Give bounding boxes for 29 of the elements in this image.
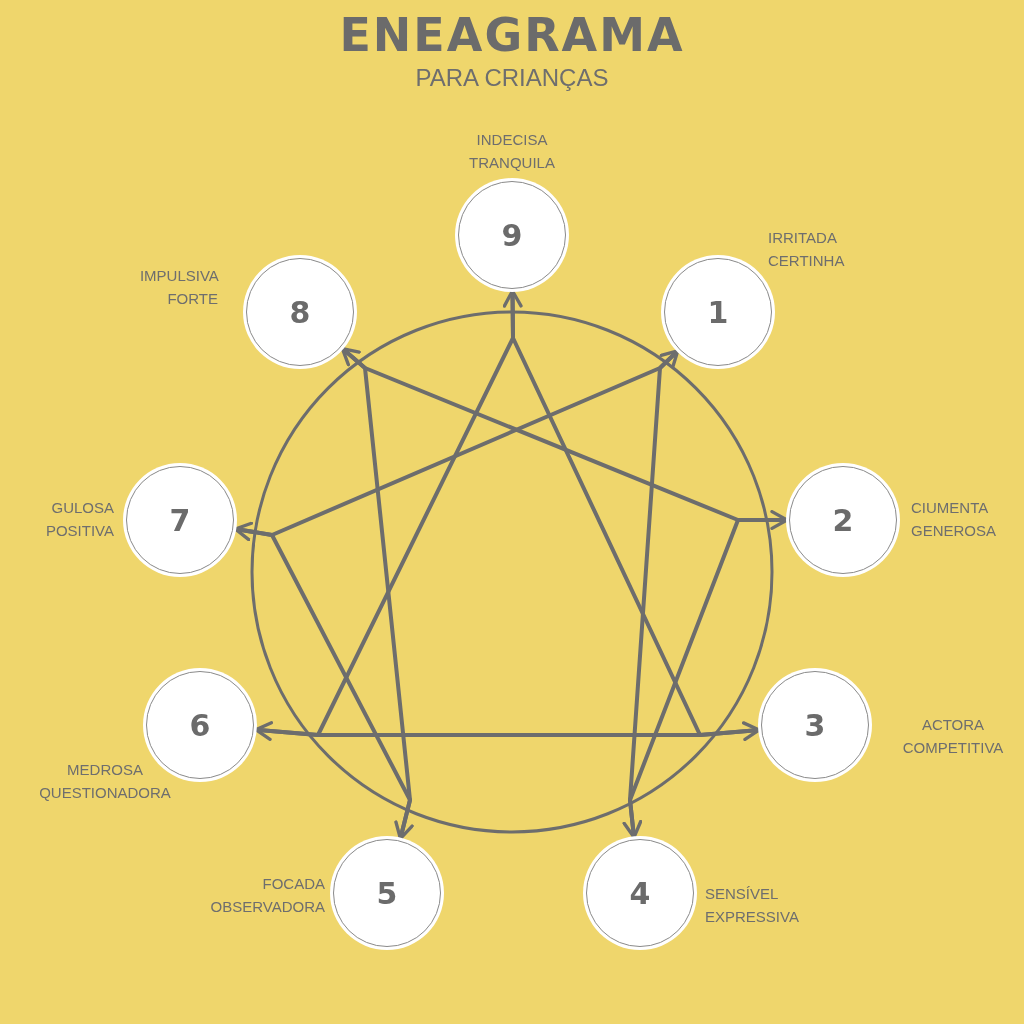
- type-number: 9: [501, 217, 523, 253]
- type-description: ACTORA COMPETITIVA: [902, 715, 1004, 758]
- type-description: IMPULSIVA FORTE: [139, 266, 218, 309]
- type-circle: [789, 466, 897, 574]
- type-description: SENSÍVEL EXPRESSIVA: [705, 884, 799, 927]
- type-number: 2: [832, 502, 854, 538]
- type-number: 7: [169, 502, 191, 538]
- type-circle: [146, 671, 254, 779]
- type-circle: [586, 839, 694, 947]
- type-number: 5: [376, 875, 398, 911]
- type-number: 3: [804, 707, 826, 743]
- type-description: IRRITADA CERTINHA: [768, 228, 845, 271]
- type-circle: [761, 671, 869, 779]
- type-number: 6: [189, 707, 211, 743]
- type-description: GULOSA POSITIVA: [45, 498, 114, 541]
- type-description: MEDROSA QUESTIONADORA: [39, 760, 171, 803]
- type-description: INDECISA TRANQUILA: [469, 130, 555, 173]
- arrow: [341, 347, 414, 841]
- type-circle: [126, 466, 234, 574]
- type-circle: [333, 839, 441, 947]
- type-circle: [246, 258, 354, 366]
- type-description: FOCADA OBSERVADORA: [210, 874, 325, 917]
- type-description: CIUMENTA GENEROSA: [911, 498, 997, 541]
- type-number: 4: [629, 875, 651, 911]
- title: ENEAGRAMA: [339, 8, 685, 62]
- type-number: 1: [707, 294, 729, 330]
- subtitle: PARA CRIANÇAS: [415, 64, 609, 91]
- type-circle: [458, 181, 566, 289]
- type-number: 8: [289, 294, 311, 330]
